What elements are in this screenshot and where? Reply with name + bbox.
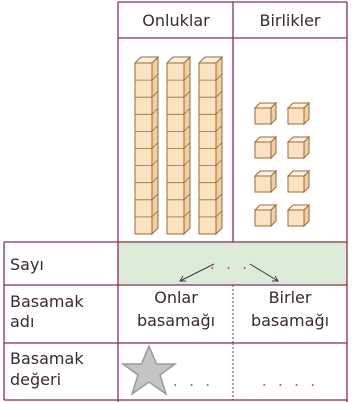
tens-rod: [133, 55, 160, 236]
tens-place-name-1: Onlar: [154, 288, 198, 307]
unit-cube: [253, 203, 278, 228]
unit-cube: [286, 203, 311, 228]
header-tens: Onluklar: [142, 11, 210, 30]
unit-cube: [286, 101, 311, 126]
table-borders: [3, 1, 348, 402]
tens-rod: [165, 55, 192, 236]
unit-cube: [286, 135, 311, 160]
label-number: Sayı: [10, 255, 44, 274]
unit-cube: [253, 135, 278, 160]
tens-value-dots: . . .: [173, 371, 213, 390]
ones-value-dots: . . . .: [262, 371, 319, 390]
unit-cube: [253, 169, 278, 194]
label-place-value-1: Basamak: [10, 349, 84, 368]
unit-cube: [253, 101, 278, 126]
ones-place-name-1: Birler: [269, 288, 312, 307]
ones-cubes: [253, 101, 311, 228]
number-row-fill: [118, 242, 347, 285]
unit-cube: [286, 169, 311, 194]
ones-place-name-2: basamağı: [251, 311, 329, 330]
star-icon: [120, 344, 178, 396]
label-place-value-2: değeri: [10, 370, 61, 389]
label-place-name-1: Basamak: [10, 292, 84, 311]
tens-rod: [197, 55, 224, 236]
tens-place-name-2: basamağı: [137, 311, 215, 330]
number-dots: . . .: [210, 254, 250, 273]
arrow-icon: [179, 263, 279, 282]
header-ones: Birlikler: [259, 11, 320, 30]
tens-rods: [133, 55, 224, 236]
label-place-name-2: adı: [10, 312, 34, 331]
